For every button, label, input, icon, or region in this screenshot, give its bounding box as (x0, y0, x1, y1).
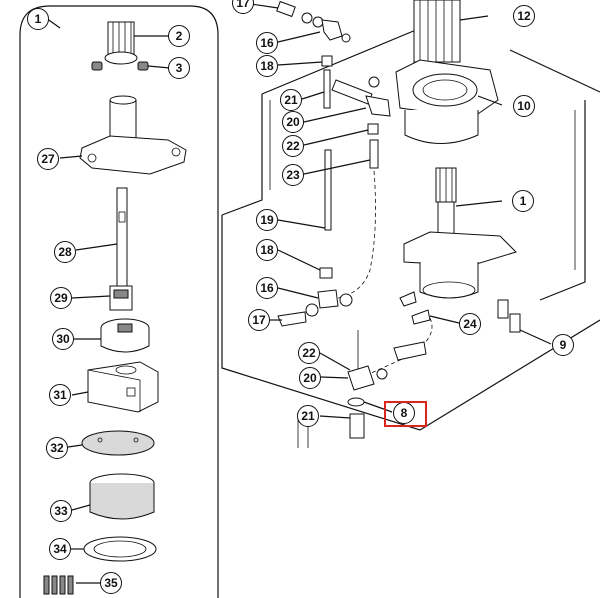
callout-1-left: 1 (27, 8, 49, 30)
callout-10: 10 (513, 95, 535, 117)
callout-34: 34 (49, 538, 71, 560)
callout-18-bottom: 18 (256, 239, 278, 261)
callout-32: 32 (46, 437, 68, 459)
callout-28: 28 (54, 241, 76, 263)
callout-22-top: 22 (282, 135, 304, 157)
fittings-upper (276, 0, 521, 361)
callout-1-right: 1 (512, 190, 534, 212)
fittings-lower (297, 330, 388, 448)
callout-21-top: 21 (280, 89, 302, 111)
callout-12: 12 (513, 5, 535, 27)
housing-outline (221, 19, 600, 431)
callout-20-bottom: 20 (299, 367, 321, 389)
callout-35: 35 (100, 572, 122, 594)
callout-22-bottom: 22 (298, 342, 320, 364)
gear-shaft-assembly-right (403, 167, 517, 299)
callout-17-bottom: 17 (248, 309, 270, 331)
callout-19: 19 (256, 209, 278, 231)
callout-27: 27 (37, 148, 59, 170)
exploded-parts (43, 21, 187, 595)
hose-23 (319, 149, 376, 301)
callout-16-bottom: 16 (256, 277, 278, 299)
callout-16-top: 16 (256, 32, 278, 54)
exploded-view-panel (19, 5, 219, 598)
motor-assembly (395, 0, 499, 144)
callout-30: 30 (52, 328, 74, 350)
callout-24: 24 (459, 313, 481, 335)
highlight-box-part-8 (384, 401, 427, 427)
callout-3: 3 (168, 57, 190, 79)
callout-18-top: 18 (256, 55, 278, 77)
callout-29: 29 (50, 287, 72, 309)
callout-20-top: 20 (282, 111, 304, 133)
callout-9: 9 (552, 334, 574, 356)
callout-31: 31 (49, 384, 71, 406)
callout-21-bottom: 21 (297, 405, 319, 427)
callout-23: 23 (282, 164, 304, 186)
callout-33: 33 (50, 500, 72, 522)
callout-2: 2 (168, 25, 190, 47)
